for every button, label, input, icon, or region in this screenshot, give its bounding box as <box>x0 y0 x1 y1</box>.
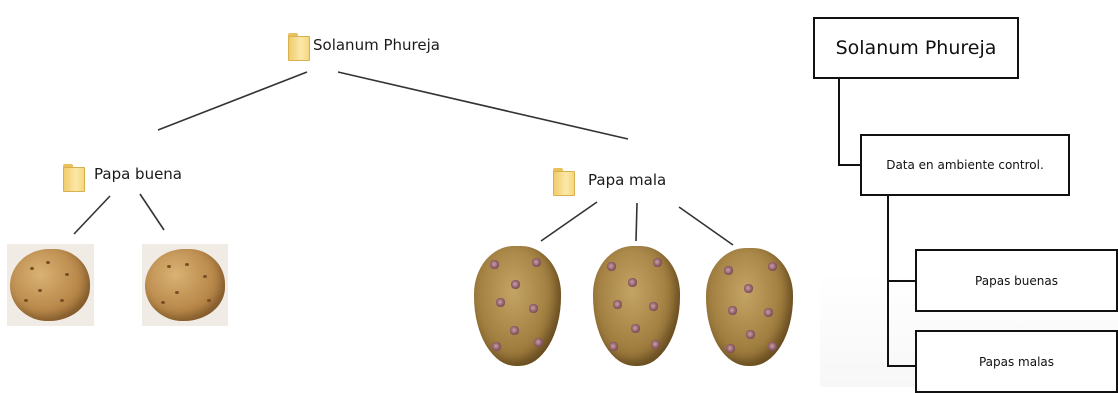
hierarchy-connector <box>887 280 917 282</box>
tree-connectors <box>0 0 820 387</box>
edge-mala-potato-1 <box>541 202 597 241</box>
hierarchy-mid-label: Data en ambiente control. <box>886 158 1044 172</box>
edge-mala-potato-3 <box>679 207 733 245</box>
edge-root-papa-mala <box>338 72 628 139</box>
folder-icon <box>63 164 83 190</box>
tree-child-label-papa-mala: Papa mala <box>588 171 666 189</box>
edge-buena-potato-1 <box>74 196 110 234</box>
hierarchy-leaf-label-papas-malas: Papas malas <box>979 355 1054 369</box>
hierarchy-leaf-box: Papas buenas <box>915 249 1118 312</box>
hierarchy-connector <box>838 78 840 166</box>
folder-icon <box>288 33 308 59</box>
hierarchy-root-box: Solanum Phureja <box>813 17 1019 79</box>
edge-mala-potato-2 <box>636 203 637 241</box>
tree-root-label: Solanum Phureja <box>313 36 440 54</box>
hierarchy-leaf-box: Papas malas <box>915 330 1118 393</box>
tree-child-label-papa-buena: Papa buena <box>94 165 182 183</box>
hierarchy-mid-box: Data en ambiente control. <box>860 134 1070 196</box>
edge-root-papa-buena <box>158 72 307 130</box>
folder-icon <box>553 168 573 194</box>
hierarchy-connector <box>838 164 862 166</box>
potato-good-image <box>7 244 94 326</box>
hierarchy-connector <box>887 365 917 367</box>
edge-buena-potato-2 <box>140 194 164 230</box>
hierarchy-leaf-label-papas-buenas: Papas buenas <box>975 274 1058 288</box>
hierarchy-root-label: Solanum Phureja <box>836 37 997 59</box>
potato-good-image <box>142 244 228 326</box>
